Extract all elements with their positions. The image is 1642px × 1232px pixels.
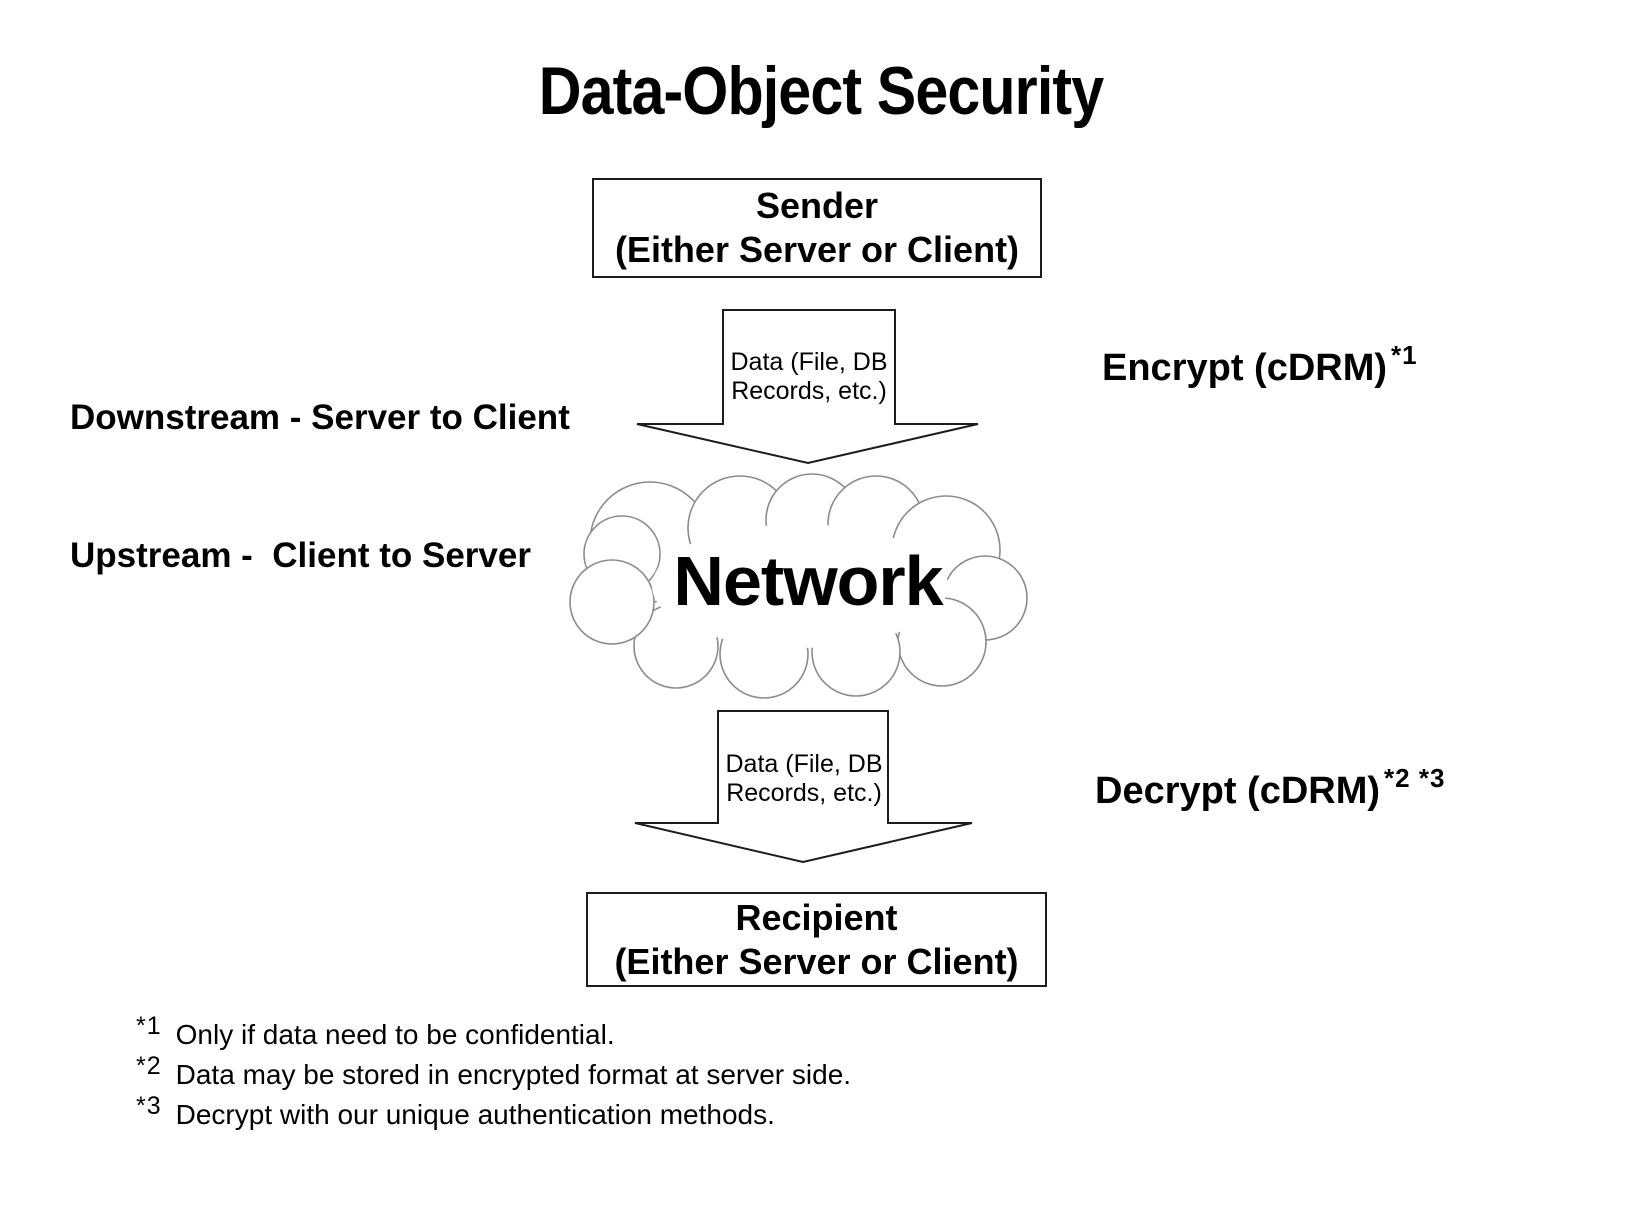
recipient-box-line1: Recipient xyxy=(735,896,898,938)
sender-box: Sender (Either Server or Client) xyxy=(592,178,1042,278)
encrypt-annotation: Encrypt (cDRM)*1 xyxy=(1102,342,1418,389)
top-arrow-data-label: Data (File, DB Records, etc.) xyxy=(731,348,888,406)
recipient-box: Recipient (Either Server or Client) xyxy=(586,892,1047,987)
top-arrow-data-label-line1: Data (File, DB xyxy=(730,348,888,376)
recipient-box-line2: (Either Server or Client) xyxy=(614,940,1019,982)
footnote-3-text: Decrypt with our unique authentication m… xyxy=(175,1099,775,1130)
decrypt-annotation: Decrypt (cDRM)*2 *3 xyxy=(1095,765,1445,812)
footnote-1-marker: *1 xyxy=(136,1012,162,1040)
down-arrow-top xyxy=(636,309,979,465)
footnote-3-marker: *3 xyxy=(136,1092,162,1120)
footnote-row-3: *3 Decrypt with our unique authenticatio… xyxy=(136,1092,851,1130)
network-label: Network xyxy=(673,542,943,620)
decrypt-footnote-refs: *2 *3 xyxy=(1384,763,1446,793)
footnote-row-1: *1 Only if data need to be confidential. xyxy=(136,1012,851,1050)
decrypt-label: Decrypt (cDRM) xyxy=(1095,770,1381,812)
bottom-arrow-data-label-line1: Data (File, DB xyxy=(725,750,883,778)
bottom-arrow-data-label-line2: Records, etc.) xyxy=(726,779,882,807)
stream-note-line2: Upstream - Client to Server xyxy=(70,536,531,575)
footnote-2-text: Data may be stored in encrypted format a… xyxy=(175,1059,852,1090)
sender-box-line2: (Either Server or Client) xyxy=(614,229,1020,270)
page-title: Data-Object Security xyxy=(538,53,1104,129)
footnote-row-2: *2 Data may be stored in encrypted forma… xyxy=(136,1052,852,1090)
stream-direction-note: Downstream - Server to Client Upstream -… xyxy=(70,303,570,671)
encrypt-footnote-ref: *1 xyxy=(1391,340,1418,370)
sender-box-line1: Sender xyxy=(755,185,879,226)
bottom-arrow-data-label: Data (File, DB Records, etc.) xyxy=(726,750,883,808)
down-arrow-bottom xyxy=(634,710,973,864)
network-cloud-icon xyxy=(569,473,1028,699)
footnote-1-text: Only if data need to be confidential. xyxy=(175,1019,615,1050)
top-arrow-data-label-line2: Records, etc.) xyxy=(731,377,887,405)
encrypt-label: Encrypt (cDRM) xyxy=(1102,347,1388,389)
stream-note-line1: Downstream - Server to Client xyxy=(70,398,570,437)
footnotes: *1 Only if data need to be confidential.… xyxy=(136,1012,852,1140)
footnote-2-marker: *2 xyxy=(136,1052,162,1080)
